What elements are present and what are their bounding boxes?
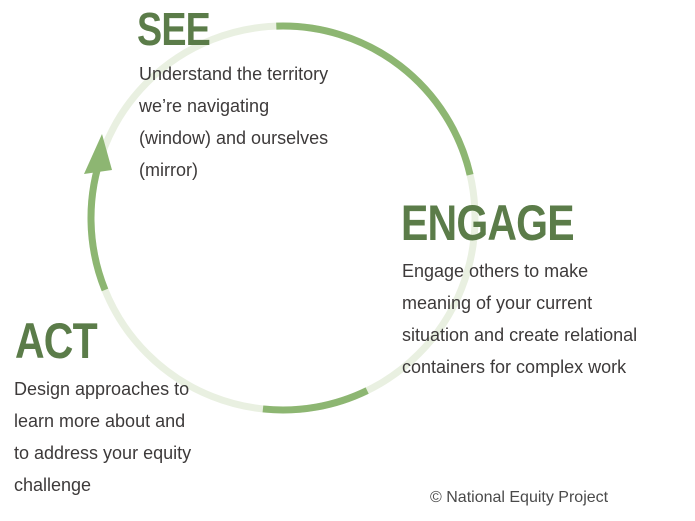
stage-title-act: ACT [15, 313, 98, 369]
desc-line: to address your equity [14, 443, 192, 463]
desc-line: meaning of your current [402, 293, 593, 313]
desc-line: Design approaches to [14, 379, 190, 399]
arc-engage-to-act [262, 387, 369, 414]
stage-desc-act: Design approaches to learn more about an… [14, 373, 191, 501]
stage-desc-see: Understand the territory we’re navigatin… [139, 58, 328, 186]
desc-line: (window) and ourselves [139, 128, 329, 148]
desc-line: Engage others to make [402, 261, 589, 281]
desc-line: situation and create relational [402, 325, 638, 345]
desc-line: learn more about and [14, 411, 186, 431]
desc-line: containers for complex work [402, 357, 627, 377]
arrow-head-icon [84, 134, 112, 174]
stage-title-engage: ENGAGE [401, 195, 575, 251]
stage-title-see: SEE [137, 3, 211, 55]
desc-line: (mirror) [139, 160, 198, 180]
stage-desc-engage: Engage others to make meaning of your cu… [402, 255, 637, 383]
arc-see-to-engage [276, 22, 474, 176]
desc-line: challenge [14, 475, 92, 495]
arc-act-to-see [87, 151, 109, 292]
copyright-credit: © National Equity Project [430, 489, 609, 506]
desc-line: we’re navigating [139, 96, 270, 116]
desc-line: Understand the territory [139, 64, 329, 84]
